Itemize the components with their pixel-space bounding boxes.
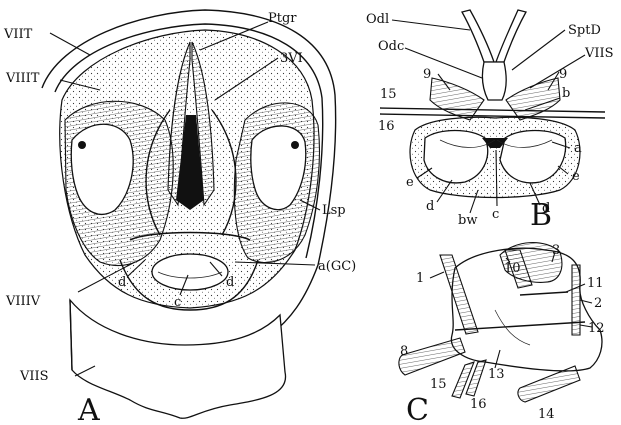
tube-sptd xyxy=(496,10,526,62)
lower-body-viis xyxy=(70,300,286,418)
muscle-8 xyxy=(399,338,465,375)
label-16-b: 16 xyxy=(378,119,395,134)
panel-b: Odl Odc SptD VIIS 9 9 15 16 b a e e d d … xyxy=(366,10,614,233)
label-ptgr: Ptgr xyxy=(268,11,297,26)
label-9-left: 9 xyxy=(423,67,431,82)
label-agc: a(GC) xyxy=(318,259,356,274)
muscle-2 xyxy=(572,265,580,335)
label-9-right: 9 xyxy=(559,67,567,82)
label-c: c xyxy=(174,295,181,310)
label-10: 10 xyxy=(504,261,521,276)
label-16-c: 16 xyxy=(470,397,487,412)
tube-odl xyxy=(462,10,494,62)
left-dot xyxy=(78,141,86,149)
rod-upper xyxy=(380,108,605,112)
label-d-right: d xyxy=(226,275,234,290)
leader-odc xyxy=(405,48,482,78)
lower-oval-c xyxy=(152,254,228,290)
label-c-b: c xyxy=(492,207,499,222)
label-1: 1 xyxy=(416,271,424,286)
label-3vi: 3VI xyxy=(280,51,303,66)
label-lsp: Lsp xyxy=(322,203,346,218)
label-15-c: 15 xyxy=(430,377,447,392)
right-dot xyxy=(291,141,299,149)
label-a-b: a xyxy=(574,141,582,156)
label-14: 14 xyxy=(538,407,555,422)
label-viiit: VIIIT xyxy=(5,71,40,86)
label-15-b: 15 xyxy=(380,87,397,102)
label-3: 3 xyxy=(552,243,560,258)
panel-letter-c: C xyxy=(406,393,429,425)
label-bw: bw xyxy=(458,213,477,228)
label-b: b xyxy=(562,86,570,101)
label-11: 11 xyxy=(587,276,604,291)
panel-a: VIIT VIIIT Ptgr 3VI Lsp a(GC) VIIIV d c … xyxy=(3,10,356,425)
wing-left xyxy=(430,78,484,120)
label-e-left: e xyxy=(406,175,414,190)
panel-c: 1 10 3 11 2 8 12 13 15 16 14 C xyxy=(399,243,605,425)
panel-letter-a: A xyxy=(77,393,100,425)
label-d-left: d xyxy=(118,275,126,290)
leader-sptd xyxy=(512,30,565,70)
label-odl: Odl xyxy=(366,12,389,27)
cup-left-lobe xyxy=(424,131,488,183)
muscle-14 xyxy=(518,366,580,402)
label-8: 8 xyxy=(400,344,408,359)
label-viis: VIIS xyxy=(19,369,49,384)
panel-letter-b: B xyxy=(530,198,552,233)
label-viit: VIIT xyxy=(3,27,33,42)
label-2: 2 xyxy=(594,296,602,311)
leader-odl xyxy=(392,20,470,30)
label-12: 12 xyxy=(588,321,605,336)
leader-1 xyxy=(430,272,444,278)
label-13: 13 xyxy=(488,367,505,382)
stalk xyxy=(482,62,506,100)
label-viiiv: VIIIV xyxy=(5,294,41,309)
label-odc: Odc xyxy=(378,39,404,54)
label-d-left-b: d xyxy=(426,199,434,214)
label-sptd: SptD xyxy=(568,23,601,38)
label-e-right: e xyxy=(572,169,580,184)
label-viis-b: VIIS xyxy=(584,46,614,61)
